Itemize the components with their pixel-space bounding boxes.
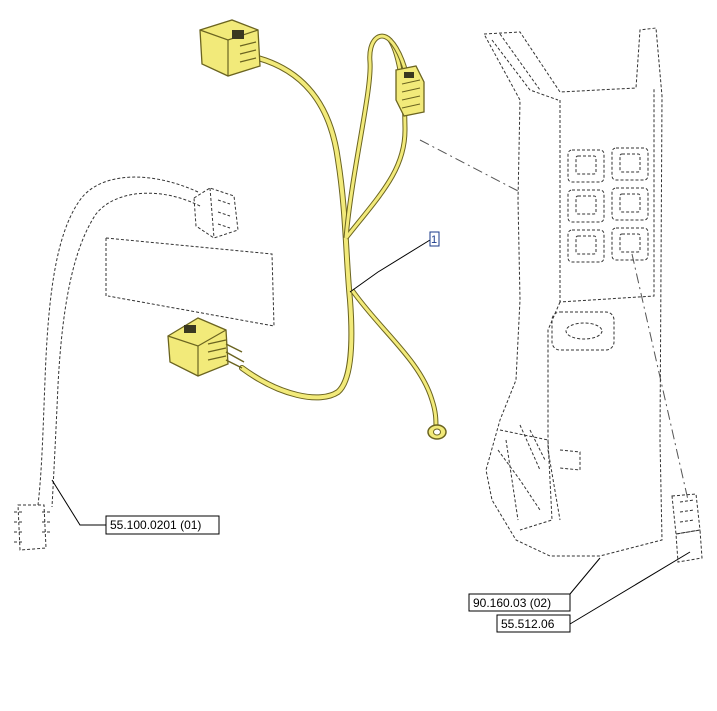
callout-item-1-label: 1 xyxy=(431,234,437,246)
connector-lower xyxy=(167,317,245,377)
callout-item-1: 1 xyxy=(349,231,440,293)
console-panel xyxy=(483,27,703,563)
highlighted-harness xyxy=(167,19,447,440)
end-connector-left xyxy=(14,504,50,551)
switch-module xyxy=(671,493,703,563)
switch-grid xyxy=(567,147,649,263)
connector-top xyxy=(199,19,261,77)
alignment-line-upper xyxy=(419,139,521,193)
left-harness xyxy=(14,176,275,551)
callout-panel-ref-label: 90.160.03 (02) xyxy=(473,596,551,610)
callout-panel-ref: 90.160.03 (02) xyxy=(468,557,601,612)
oval-button xyxy=(551,311,615,351)
callout-left-ref: 55.100.0201 (01) xyxy=(51,479,220,535)
ground-ring-terminal xyxy=(427,424,447,440)
connector-upper-right xyxy=(395,65,425,117)
callout-switch-ref: 55.512.06 xyxy=(496,551,691,633)
connector-left-top xyxy=(193,187,239,239)
callout-switch-ref-label: 55.512.06 xyxy=(501,617,555,631)
callout-left-ref-label: 55.100.0201 (01) xyxy=(110,518,201,532)
